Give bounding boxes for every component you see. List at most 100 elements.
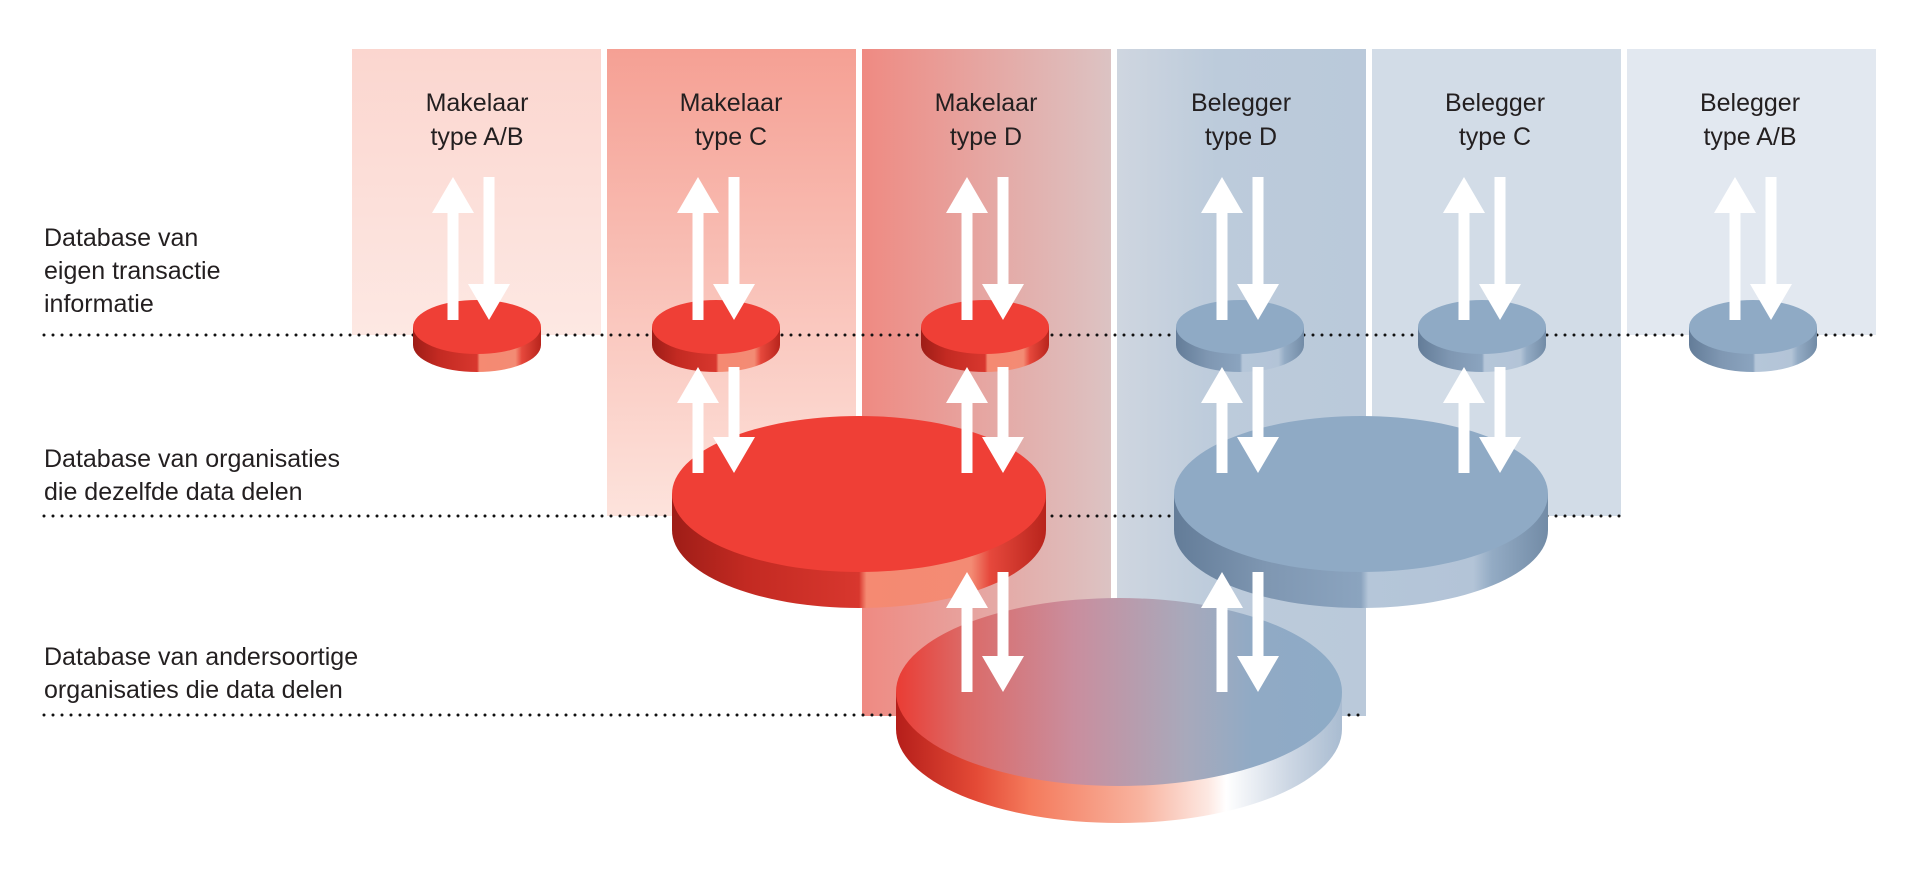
- disc-top: [921, 300, 1049, 354]
- arrow-up-shaft: [961, 402, 973, 473]
- arrow-down-shaft: [728, 177, 740, 285]
- arrow-pair-top-makelaar-ab: [432, 177, 510, 320]
- column-header-belegger-c: Belegger type C: [1370, 86, 1620, 154]
- arrow-up-icon: [677, 177, 719, 213]
- arrow-pair-middle: [1443, 367, 1521, 473]
- arrow-down-icon: [1479, 284, 1521, 320]
- column-header-line2: type D: [1204, 123, 1278, 151]
- small-disc-makelaar-ab: [413, 300, 541, 372]
- arrow-up-icon: [1201, 177, 1243, 213]
- arrow-down-shaft: [997, 367, 1009, 438]
- arrow-down-shaft: [997, 177, 1009, 285]
- disc-top: [1418, 300, 1546, 354]
- small-disc-makelaar-d: [921, 300, 1049, 372]
- arrow-up-shaft: [692, 402, 704, 473]
- arrow-down-icon: [713, 284, 755, 320]
- row-label-line: Database van organisaties: [44, 445, 341, 473]
- arrow-up-icon: [1443, 367, 1485, 403]
- arrow-pair-middle: [677, 367, 755, 473]
- arrow-down-icon: [468, 284, 510, 320]
- medium-disc-makelaar: [672, 416, 1046, 608]
- arrow-pair-top-belegger-c: [1443, 177, 1521, 320]
- arrow-up-shaft: [1458, 212, 1470, 320]
- arrow-pair-bottom: [1201, 572, 1279, 692]
- arrow-down-shaft: [1494, 177, 1506, 285]
- arrow-up-icon: [946, 572, 988, 608]
- arrow-up-icon: [1201, 572, 1243, 608]
- arrow-down-icon: [1237, 284, 1279, 320]
- arrow-down-shaft: [997, 572, 1009, 657]
- arrow-up-icon: [677, 367, 719, 403]
- arrow-down-icon: [713, 437, 755, 473]
- column-header-belegger-ab: Belegger type A/B: [1625, 86, 1875, 154]
- arrow-pair-top-belegger-ab: [1714, 177, 1792, 320]
- arrow-up-shaft: [1216, 212, 1228, 320]
- arrow-down-icon: [1479, 437, 1521, 473]
- row-label-line: Database van: [44, 224, 199, 252]
- arrow-pair-middle: [946, 367, 1024, 473]
- column-header-line2: type A/B: [1703, 123, 1797, 151]
- arrow-up-shaft: [1458, 402, 1470, 473]
- arrow-up-shaft: [1216, 402, 1228, 473]
- arrow-pair-bottom: [946, 572, 1024, 692]
- small-disc-makelaar-c: [652, 300, 780, 372]
- column-header-line1: Belegger: [1444, 89, 1546, 117]
- disc-top: [652, 300, 780, 354]
- row-label-andersoortige: Database van andersoortige organisaties …: [44, 641, 358, 707]
- column-header-line1: Makelaar: [425, 89, 529, 117]
- arrow-up-shaft: [447, 212, 459, 320]
- arrow-down-shaft: [1252, 572, 1264, 657]
- arrow-down-icon: [982, 437, 1024, 473]
- column-header-line1: Makelaar: [934, 89, 1038, 117]
- arrow-down-shaft: [1494, 367, 1506, 438]
- row-label-line: eigen transactie: [44, 257, 221, 285]
- arrow-down-shaft: [483, 177, 495, 285]
- arrow-up-icon: [946, 177, 988, 213]
- arrow-up-icon: [1714, 177, 1756, 213]
- disc-top: [672, 416, 1046, 572]
- arrow-up-shaft: [1216, 607, 1228, 692]
- column-header-line2: type A/B: [430, 123, 524, 151]
- arrow-up-icon: [1443, 177, 1485, 213]
- arrow-pair-top-makelaar-c: [677, 177, 755, 320]
- column-header-line2: type D: [949, 123, 1023, 151]
- arrow-up-icon: [432, 177, 474, 213]
- arrow-pair-middle: [1201, 367, 1279, 473]
- small-disc-belegger-c: [1418, 300, 1546, 372]
- row-label-line: organisaties die data delen: [44, 676, 343, 704]
- column-header-makelaar-d: Makelaar type D: [861, 86, 1111, 154]
- column-header-makelaar-c: Makelaar type C: [606, 86, 856, 154]
- disc-top: [1689, 300, 1817, 354]
- arrow-up-shaft: [692, 212, 704, 320]
- arrow-up-shaft: [961, 607, 973, 692]
- arrow-down-shaft: [1252, 367, 1264, 438]
- row-label-dezelfde-data: Database van organisaties die dezelfde d…: [44, 443, 340, 509]
- arrow-down-icon: [982, 656, 1024, 692]
- row-label-line: die dezelfde data delen: [44, 478, 303, 506]
- disc-top: [1176, 300, 1304, 354]
- column-header-makelaar-ab: Makelaar type A/B: [352, 86, 602, 154]
- small-disc-belegger-ab: [1689, 300, 1817, 372]
- arrow-up-icon: [946, 367, 988, 403]
- column-header-line2: type C: [1458, 123, 1532, 151]
- arrow-down-icon: [1237, 437, 1279, 473]
- arrow-up-icon: [1201, 367, 1243, 403]
- arrow-down-icon: [982, 284, 1024, 320]
- column-header-line1: Belegger: [1699, 89, 1801, 117]
- arrow-down-shaft: [1252, 177, 1264, 285]
- column-header-line1: Makelaar: [679, 89, 783, 117]
- arrow-pair-top-makelaar-d: [946, 177, 1024, 320]
- column-header-line1: Belegger: [1190, 89, 1292, 117]
- arrow-down-shaft: [728, 367, 740, 438]
- column-header-belegger-d: Belegger type D: [1116, 86, 1366, 154]
- arrows-layer: [432, 177, 1792, 692]
- row-label-line: Database van andersoortige: [44, 643, 359, 671]
- arrow-pair-top-belegger-d: [1201, 177, 1279, 320]
- arrow-up-shaft: [961, 212, 973, 320]
- row-label-line: informatie: [44, 290, 154, 318]
- arrow-down-icon: [1237, 656, 1279, 692]
- disc-top: [413, 300, 541, 354]
- row-label-eigen-transactie: Database van eigen transactie informatie: [44, 222, 221, 321]
